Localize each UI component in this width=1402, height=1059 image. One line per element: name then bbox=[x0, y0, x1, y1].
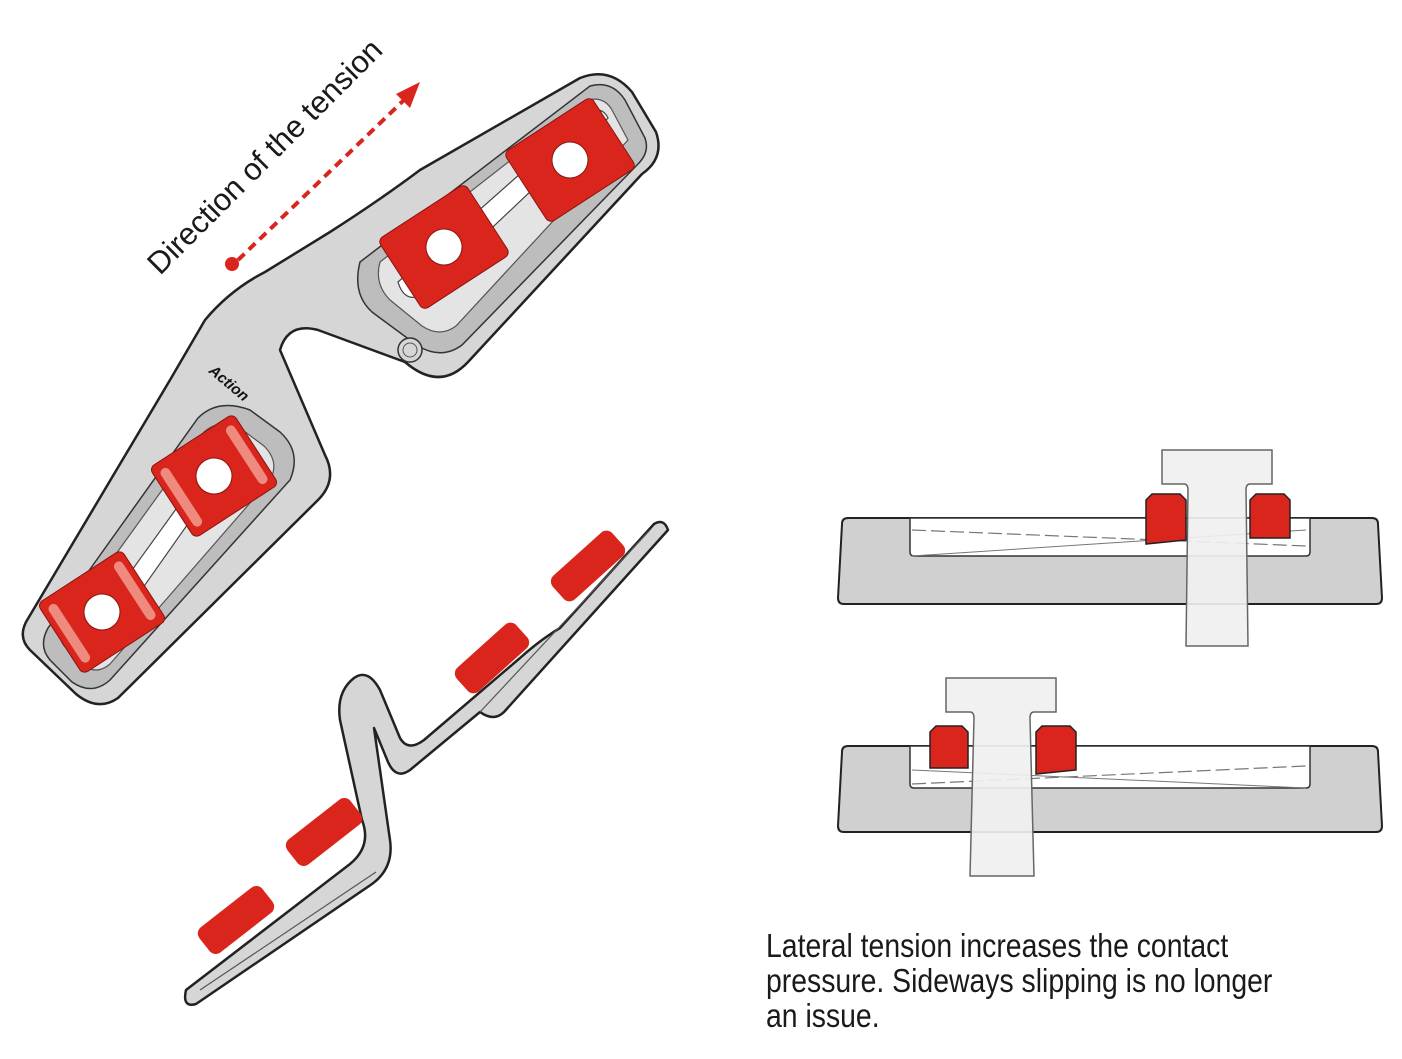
clamp-lower-right bbox=[1035, 725, 1077, 775]
pad-top-left-upper bbox=[150, 415, 278, 537]
side-profile-edge-lower bbox=[199, 871, 377, 991]
plate-top-view: Action bbox=[21, 73, 660, 706]
tbolt-lower bbox=[945, 677, 1057, 877]
side-profile bbox=[183, 520, 670, 1006]
pad-side-4 bbox=[197, 885, 275, 955]
cross-section-lower bbox=[836, 677, 1384, 877]
side-profile-edge-upper bbox=[479, 529, 651, 713]
clamp-upper-right bbox=[1249, 493, 1291, 539]
clamp-lower-left bbox=[929, 725, 969, 769]
arrow-shaft bbox=[236, 98, 406, 262]
pad-side-1 bbox=[550, 530, 626, 602]
arrow-head bbox=[396, 82, 420, 108]
cross-section-upper bbox=[836, 449, 1384, 647]
plate-side-view bbox=[183, 520, 670, 1006]
clamp-upper-left bbox=[1145, 493, 1187, 545]
tension-arrow bbox=[225, 82, 420, 271]
pad-side-2 bbox=[454, 622, 530, 694]
bolt-circle-inner bbox=[402, 342, 418, 358]
pad-top-left-lower bbox=[38, 551, 166, 673]
arrow-origin-dot bbox=[225, 257, 239, 271]
pad-top-right-upper bbox=[505, 98, 635, 222]
tbolt-upper bbox=[1161, 449, 1273, 647]
pad-side-3 bbox=[285, 797, 363, 867]
bolt-circle bbox=[397, 337, 423, 363]
pad-top-right-lower bbox=[379, 185, 509, 309]
diagram-caption: Lateral tension increases the contact pr… bbox=[766, 927, 1273, 1034]
